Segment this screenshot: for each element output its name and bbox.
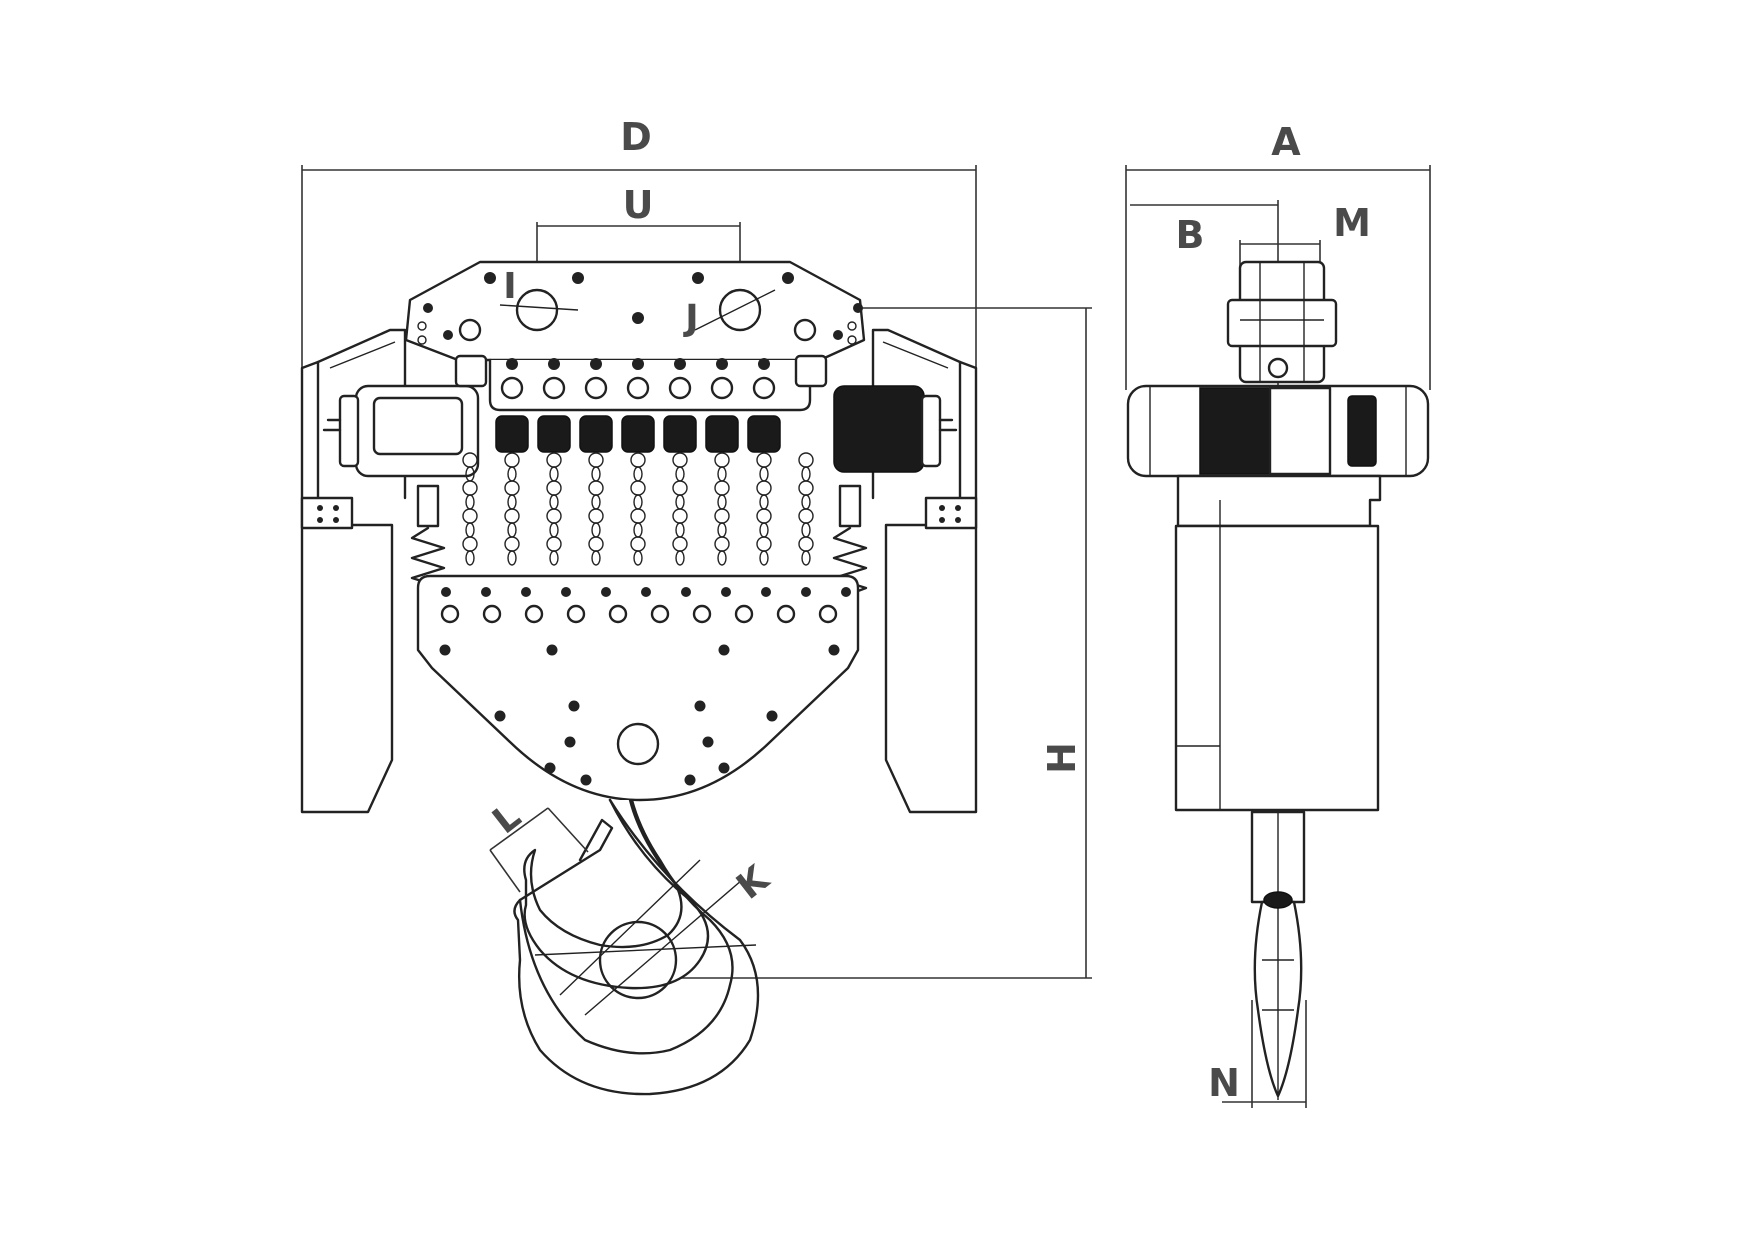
anchor	[626, 358, 650, 400]
label-k: K	[729, 858, 777, 908]
label-l: L	[485, 796, 528, 842]
label-u: U	[623, 183, 654, 227]
anchor	[584, 358, 608, 400]
side-chain-box	[1174, 474, 1382, 812]
upper-anchors	[500, 358, 776, 400]
dimension-m: M	[1239, 201, 1371, 270]
left-motor	[322, 354, 488, 478]
dimension-d: D	[301, 115, 977, 370]
anchor	[710, 358, 734, 400]
left-leg	[300, 328, 407, 814]
chain	[504, 452, 520, 566]
chain	[756, 452, 772, 566]
side-suspension	[1226, 260, 1338, 384]
side-hook	[1250, 810, 1306, 1100]
anchor	[668, 358, 692, 400]
right-spring	[832, 484, 868, 596]
anchor	[542, 358, 566, 400]
dimension-k: K	[729, 858, 777, 908]
label-h: H	[1040, 742, 1084, 774]
anchor	[500, 358, 524, 400]
hook-block	[416, 574, 860, 802]
label-i: I	[503, 266, 516, 307]
label-n: N	[1208, 1061, 1240, 1105]
label-b: B	[1176, 213, 1205, 257]
chain	[462, 452, 478, 566]
hole-j	[718, 288, 762, 332]
hook-block-bolts	[439, 587, 851, 786]
chain	[672, 452, 688, 566]
chain	[798, 452, 814, 566]
top-plate: I J	[404, 260, 866, 412]
chain	[714, 452, 730, 566]
chains	[462, 452, 814, 566]
right-motor	[794, 354, 958, 473]
label-a: A	[1271, 120, 1301, 164]
chain	[546, 452, 562, 566]
side-motor	[1126, 384, 1430, 478]
hole-i	[515, 288, 559, 332]
dimension-l: L	[485, 796, 589, 893]
hook	[513, 798, 760, 1096]
side-view: A B M	[1125, 120, 1431, 1108]
dimension-n: N	[1208, 1000, 1307, 1108]
label-m: M	[1333, 201, 1371, 245]
anchor	[752, 358, 776, 400]
dimension-h: H	[640, 307, 1092, 979]
dimension-a: A	[1125, 120, 1431, 390]
chain	[588, 452, 604, 566]
label-d: D	[620, 115, 652, 159]
label-j: J	[682, 298, 698, 339]
chain	[630, 452, 646, 566]
sprocket-row	[495, 415, 781, 453]
front-view: D U H	[300, 115, 1092, 1096]
